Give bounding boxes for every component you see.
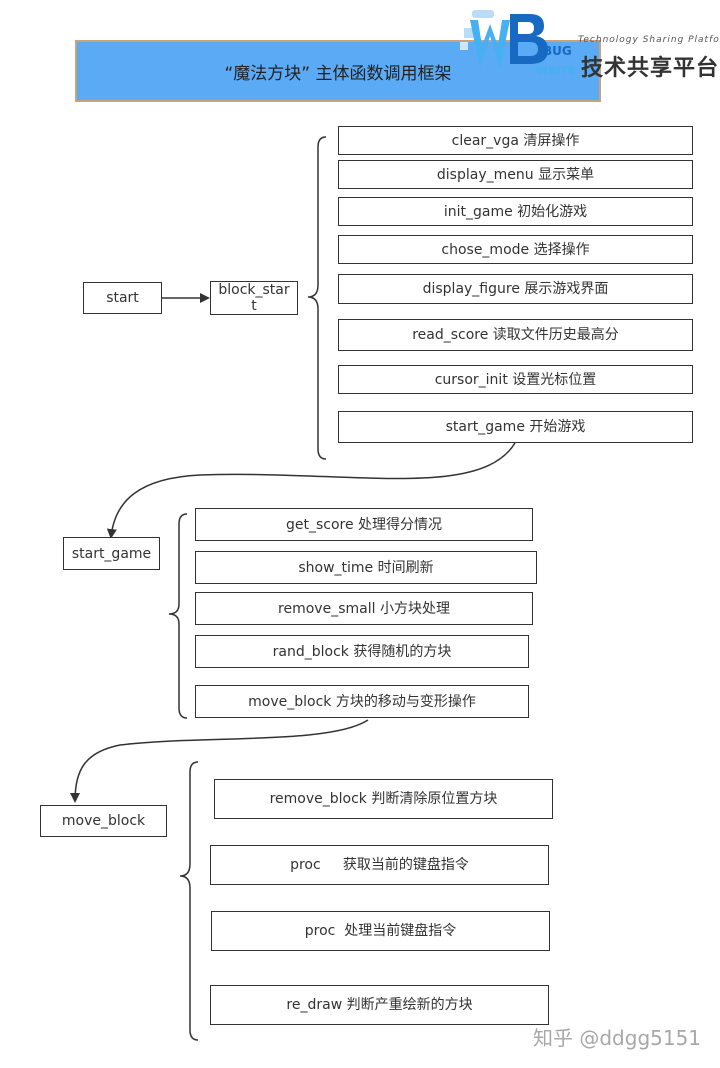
move-block-node: move_block — [40, 805, 167, 837]
level1-item: cursor_init 设置光标位置 — [338, 365, 693, 394]
level2-item: rand_block 获得随机的方块 — [195, 635, 529, 668]
level3-item: proc 获取当前的键盘指令 — [210, 845, 549, 885]
level1-item: init_game 初始化游戏 — [338, 197, 693, 226]
start-node: start — [83, 282, 162, 314]
zhihu-watermark: 知乎 @ddgg5151 — [533, 1026, 702, 1050]
level2-item: get_score 处理得分情况 — [195, 508, 533, 541]
brace-level2 — [168, 513, 188, 719]
wb-logo-icon — [460, 10, 548, 68]
block-start-node: block_start — [210, 281, 298, 315]
brace-level1 — [307, 136, 327, 460]
logo-write-text: WRITE — [536, 64, 576, 77]
logo-name: 技术共享平台 — [581, 56, 720, 81]
level1-item: display_menu 显示菜单 — [338, 160, 693, 189]
level3-item: re_draw 判断产重绘新的方块 — [210, 985, 549, 1025]
level1-item: start_game 开始游戏 — [338, 411, 693, 443]
curve-to-move-block — [70, 719, 369, 803]
level1-item: display_figure 展示游戏界面 — [338, 274, 693, 304]
level1-item: read_score 读取文件历史最高分 — [338, 319, 693, 351]
level1-item: chose_mode 选择操作 — [338, 235, 693, 264]
level3-item: proc 处理当前键盘指令 — [211, 911, 550, 951]
level2-item: show_time 时间刷新 — [195, 551, 537, 584]
level3-item: remove_block 判断清除原位置方块 — [214, 779, 553, 819]
level2-item: remove_small 小方块处理 — [195, 592, 533, 625]
brace-level3 — [179, 761, 199, 1041]
logo-tagline: Technology Sharing Platform — [578, 35, 720, 45]
curve-to-start-game — [106, 442, 516, 539]
level2-item: move_block 方块的移动与变形操作 — [195, 685, 529, 718]
logo-bug-text: BUG — [543, 44, 572, 58]
level1-item: clear_vga 清屏操作 — [338, 126, 693, 155]
start-game-node: start_game — [63, 537, 160, 570]
platform-logo: Technology Sharing Platform BUG WRITE 技术… — [458, 6, 720, 81]
